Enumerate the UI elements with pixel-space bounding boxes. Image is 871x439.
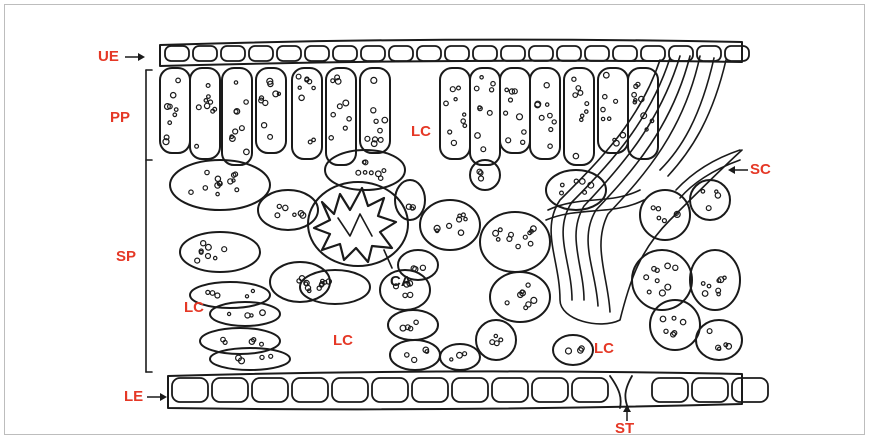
arrow-icon	[727, 164, 749, 176]
lower-epidermis	[168, 371, 768, 409]
label-sc: SC	[750, 162, 771, 177]
arrow-icon	[124, 51, 146, 63]
spongy-layer	[170, 150, 742, 370]
label-st: ST	[615, 421, 634, 436]
layer-bracket	[146, 70, 152, 372]
sclereid	[546, 56, 742, 324]
palisade-layer	[160, 68, 658, 165]
label-pp: PP	[110, 110, 130, 125]
arrow-icon	[146, 391, 168, 403]
crystal-cell	[308, 182, 408, 268]
label-le: LE	[124, 389, 143, 404]
label-sp: SP	[116, 249, 136, 264]
upper-epidermis	[160, 40, 749, 66]
label-lc-top: LC	[411, 124, 431, 139]
label-lc-left: LC	[184, 300, 204, 315]
label-ue: UE	[98, 49, 119, 64]
label-ca: CA	[390, 274, 412, 289]
label-lc-center: LC	[333, 333, 353, 348]
label-lc-bottom: LC	[594, 341, 614, 356]
